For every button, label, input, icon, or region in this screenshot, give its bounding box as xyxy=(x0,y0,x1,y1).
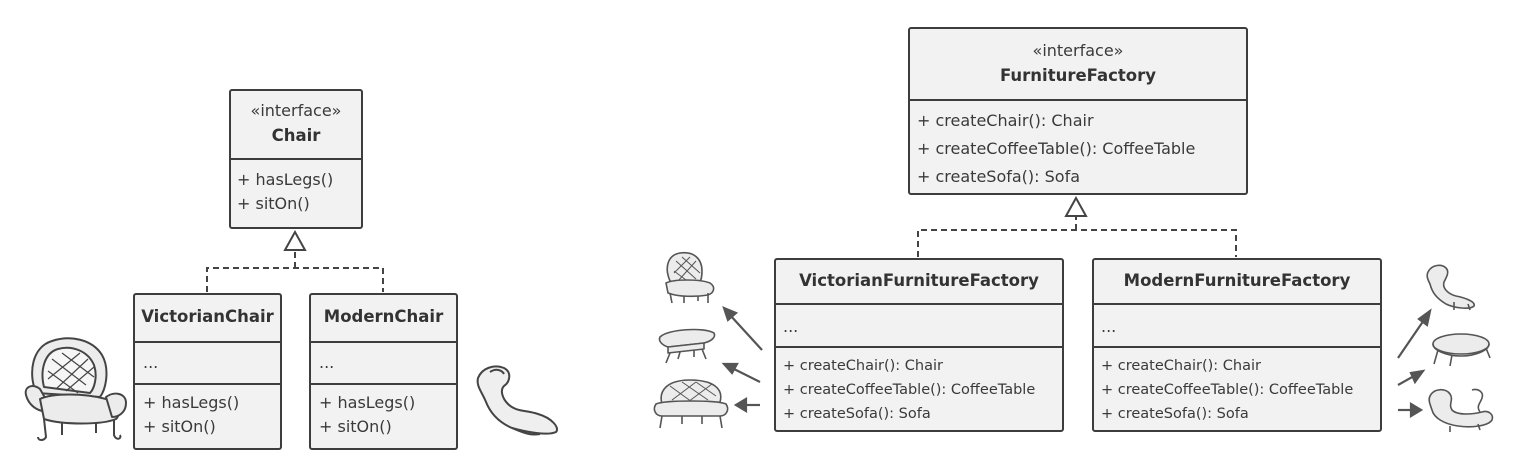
arrow-modern-chair xyxy=(1397,308,1432,359)
modern-chair-icon xyxy=(476,365,558,436)
victorian-chair-box: VictorianChair ... + hasLegs() + sitOn() xyxy=(133,293,282,450)
modern-chair-small-icon xyxy=(1426,264,1476,311)
victorian-table-icon xyxy=(658,328,716,364)
victorian-sofa-icon xyxy=(653,379,729,429)
modern-chair-box: ModernChair ... + hasLegs() + sitOn() xyxy=(309,293,458,450)
factory-realization xyxy=(917,195,1237,257)
arrow-victorian-chair xyxy=(722,306,763,351)
stereotype-label: «interface» xyxy=(250,101,342,120)
chair-interface-box: «interface» Chair + hasLegs() + sitOn() xyxy=(229,89,363,229)
method-line: + createChair(): Chair xyxy=(783,358,943,374)
method-line: + createSofa(): Sofa xyxy=(917,167,1081,186)
arrow-modern-table xyxy=(1397,369,1426,386)
method-line: + hasLegs() xyxy=(237,170,334,189)
method-line: + createChair(): Chair xyxy=(917,111,1094,130)
method-line: + sitOn() xyxy=(237,194,310,213)
class-name: ModernFurnitureFactory xyxy=(1123,271,1351,290)
method-line: + sitOn() xyxy=(143,417,216,436)
arrow-victorian-sofa xyxy=(733,397,760,413)
method-line: + createChair(): Chair xyxy=(1101,358,1261,374)
method-line: + createCoffeeTable(): CoffeeTable xyxy=(783,382,1036,398)
victorian-chair-small-icon xyxy=(665,251,715,304)
fields-placeholder: ... xyxy=(1101,317,1117,336)
modern-factory-box: ModernFurnitureFactory ... + createChair… xyxy=(1092,258,1382,432)
method-line: + createCoffeeTable(): CoffeeTable xyxy=(917,139,1196,158)
method-line: + hasLegs() xyxy=(143,393,240,412)
fields-placeholder: ... xyxy=(319,353,335,372)
class-name: Chair xyxy=(271,126,321,145)
stereotype-label: «interface» xyxy=(1032,41,1124,60)
fields-placeholder: ... xyxy=(143,353,159,372)
victorian-armchair-icon xyxy=(24,337,127,441)
method-line: + createCoffeeTable(): CoffeeTable xyxy=(1101,382,1354,398)
modern-table-icon xyxy=(1432,333,1491,367)
class-name: VictorianFurnitureFactory xyxy=(799,271,1039,290)
arrow-victorian-table xyxy=(721,362,761,383)
class-name: VictorianChair xyxy=(141,307,274,326)
victorian-factory-box: VictorianFurnitureFactory ... + createCh… xyxy=(774,258,1064,432)
method-line: + sitOn() xyxy=(319,417,392,436)
chair-realization xyxy=(206,229,384,292)
modern-sofa-icon xyxy=(1428,388,1494,432)
arrow-modern-sofa xyxy=(1398,402,1424,418)
furniture-factory-interface-box: «interface» FurnitureFactory + createCha… xyxy=(908,27,1248,195)
method-line: + createSofa(): Sofa xyxy=(1101,406,1249,422)
method-line: + hasLegs() xyxy=(319,393,416,412)
fields-placeholder: ... xyxy=(783,317,799,336)
method-line: + createSofa(): Sofa xyxy=(783,406,931,422)
class-name: ModernChair xyxy=(323,307,444,326)
class-name: FurnitureFactory xyxy=(999,66,1157,85)
